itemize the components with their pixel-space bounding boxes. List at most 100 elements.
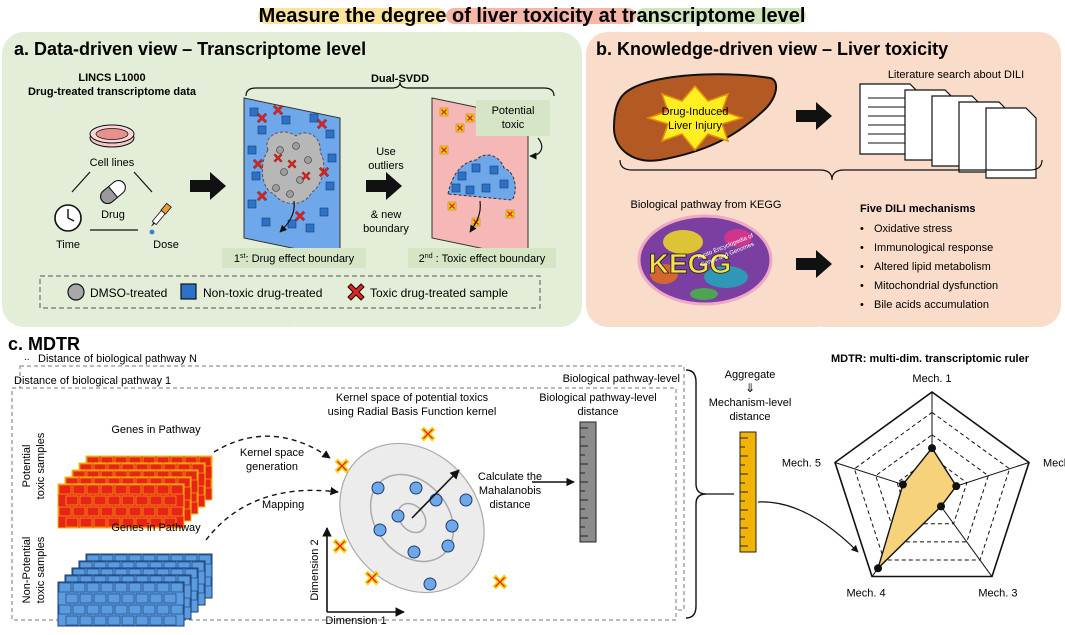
kernel-ellipse-inner — [397, 502, 427, 534]
kernel-point-icon — [409, 481, 423, 495]
b-arrow-2 — [796, 250, 832, 278]
toxic-sample-icon — [287, 159, 297, 169]
panel-b-heading: b. Knowledge-driven view – Liver toxicit… — [596, 39, 948, 59]
nontoxic-sample-icon — [257, 125, 267, 135]
dmso-sample-icon — [304, 156, 312, 164]
brick-cell — [170, 604, 184, 615]
pathway-distance-label-1: Biological pathway-level — [539, 392, 656, 404]
nontoxic-sample-icon — [247, 145, 257, 155]
genes-in-pathway-bottom: Genes in Pathway — [111, 522, 201, 534]
brick-cell — [121, 495, 135, 506]
boundary-label: boundary — [363, 223, 409, 235]
radar-title: MDTR: multi-dim. transcriptomic ruler — [831, 353, 1030, 365]
brick-cell — [156, 582, 170, 593]
toxic-sample-icon — [252, 158, 264, 170]
mapping-arrow — [205, 486, 339, 541]
nontoxic-sample-icon — [471, 163, 481, 173]
dmso-sample-icon — [292, 142, 300, 150]
toxic-sample-icon — [256, 190, 268, 202]
legend-toxic: Toxic drug-treated sample — [370, 286, 508, 300]
kernel-point-icon — [441, 539, 455, 553]
brick-cell — [86, 604, 100, 615]
panel-b: b. Knowledge-driven view – Liver toxicit… — [586, 32, 1061, 327]
brick-cell — [135, 495, 149, 506]
brick-cell — [156, 604, 170, 615]
calculate-label-3: distance — [490, 499, 531, 511]
toxic-sample-icon — [272, 104, 284, 116]
first-boundary-label: 1st: Drug effect boundary — [234, 253, 355, 265]
potential-toxic-icon — [420, 426, 436, 442]
mapping-label: Mapping — [262, 499, 304, 511]
brick-cell — [128, 604, 142, 615]
cell-lines-label: Cell lines — [90, 157, 135, 169]
pathway-distance-label-2: distance — [578, 406, 619, 418]
radar-point — [936, 502, 945, 511]
drug-label: Drug — [101, 209, 125, 221]
drug-effect-plane — [243, 97, 341, 259]
plane-1-items — [247, 104, 337, 233]
panel-a: a. Data-driven view – Transcriptome leve… — [2, 32, 582, 327]
brick-cell — [135, 615, 149, 626]
distance-1-label: Distance of biological pathway 1 — [14, 375, 171, 387]
nonpotential-samples-label-1: Non-Potential — [21, 537, 33, 604]
brick-cell — [100, 604, 114, 615]
brick-cell — [149, 495, 163, 506]
brick-cell — [121, 593, 135, 604]
radar-chart: MDTR: multi-dim. transcriptomic ruler Me… — [782, 353, 1065, 600]
brick-cell — [142, 582, 156, 593]
brick-cell — [149, 517, 163, 528]
brick-cell — [72, 506, 86, 517]
radar-points — [874, 444, 961, 573]
brick-cell — [156, 484, 170, 495]
mechanism-level-label-2: distance — [730, 411, 771, 423]
first-boundary-box — [222, 248, 366, 268]
second-boundary-box — [408, 248, 556, 268]
kernel-title-1: Kernel space of potential toxics — [336, 392, 489, 404]
nontoxic-legend-icon — [180, 283, 197, 300]
genes-in-pathway-top: Genes in Pathway — [111, 424, 201, 436]
dmso-sample-icon — [272, 184, 280, 192]
potential-toxic-box — [476, 100, 550, 136]
radar-grid-ring — [853, 411, 1011, 561]
brick-cell — [121, 615, 135, 626]
potential-samples-label-2: toxic samples — [35, 432, 47, 499]
first-boundary-num: 1 — [234, 253, 240, 265]
brick-cell — [142, 604, 156, 615]
brick-cell — [100, 582, 114, 593]
plane-2-arrow — [469, 200, 481, 233]
nonpotential-toxic-bricks — [57, 553, 213, 627]
brick-cell — [170, 582, 184, 593]
radar-axis-label: Mech. 3 — [978, 588, 1017, 600]
use-label: Use — [376, 146, 396, 158]
brick-cell — [93, 593, 107, 604]
dropper-drop-icon — [149, 229, 155, 235]
kernel-space: Dimension 2 Dimension 1 — [309, 426, 508, 627]
dual-svdd-bracket — [245, 81, 555, 97]
dmso-sample-icon — [296, 176, 304, 184]
brick-cell — [72, 582, 86, 593]
nontoxic-sample-icon — [305, 223, 315, 233]
mechanisms-title: Five DILI mechanisms — [860, 203, 976, 215]
toxic-sample-icon — [316, 118, 328, 130]
kernel-generation-arrow — [213, 435, 331, 459]
brick-cell — [86, 484, 100, 495]
mechanism-list: •Oxidative stress•Immunological response… — [860, 223, 998, 311]
first-boundary-sup: st — [240, 253, 246, 260]
nontoxic-sample-icon — [261, 217, 271, 227]
potential-toxic-icon — [334, 458, 350, 474]
radar-grid-ring — [896, 456, 968, 525]
dmso-legend-icon — [67, 283, 85, 301]
literature-label: Literature search about DILI — [888, 69, 1024, 81]
brick-cell — [128, 506, 142, 517]
brick-cell — [86, 582, 100, 593]
kernel-point-icon — [371, 481, 385, 495]
brick-cell — [149, 593, 163, 604]
potential-samples-label-1: Potential — [21, 445, 33, 488]
toxic-sample-icon — [441, 147, 447, 153]
radar-point — [898, 480, 907, 489]
kernel-title-2: using Radial Basis Function kernel — [328, 406, 497, 418]
dual-svdd-label: Dual-SVDD — [371, 73, 429, 85]
dili-line-2: Liver Injury — [668, 120, 722, 132]
dropper-icon — [151, 202, 172, 227]
